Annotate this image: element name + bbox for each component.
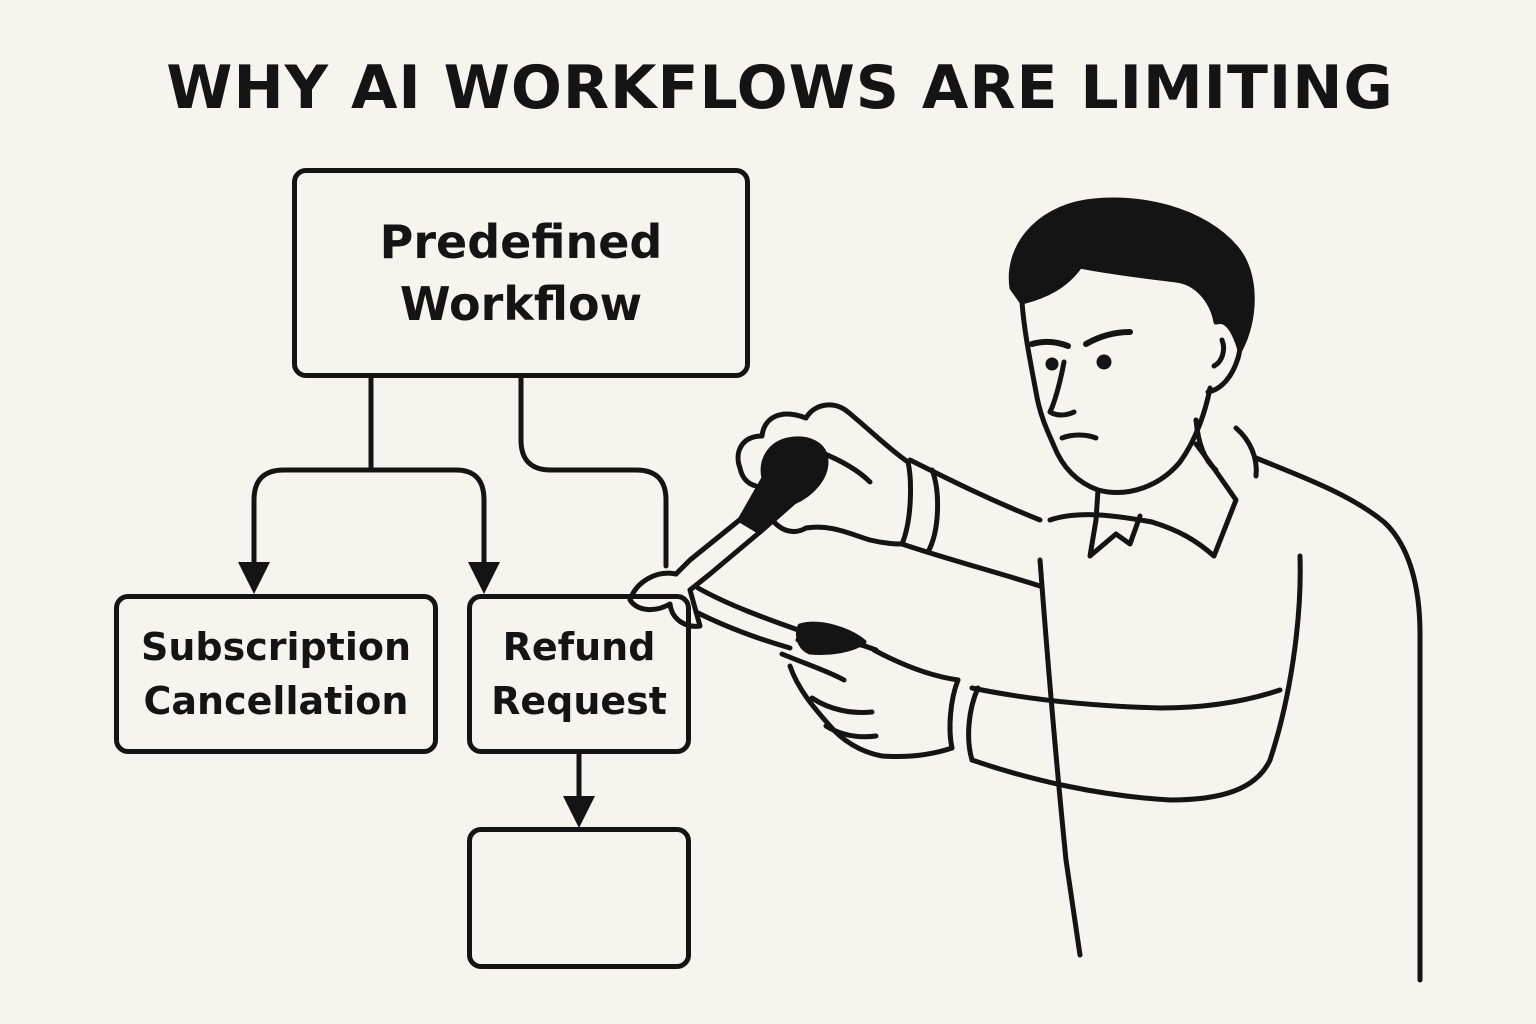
wrench-icon [673,515,745,577]
refund-request-box: Refund Request [467,594,691,754]
subscription-cancellation-box: Subscription Cancellation [114,594,438,754]
predefined-workflow-label-line2: Workflow [399,277,643,331]
page-title: WHY AI WORKFLOWS ARE LIMITING [166,53,1394,123]
predefined-workflow-box: Predefined Workflow [292,168,750,378]
collar-icon [1087,513,1143,559]
top-hand-icon [735,402,911,489]
arrow-to-empty [563,796,595,828]
predefined-workflow-label-line1: Predefined [379,215,663,269]
subscription-cancellation-label-line2: Cancellation [143,679,409,723]
refund-request-label-line2: Request [491,679,667,723]
arrow-to-subscription [238,562,270,594]
face-icon [1019,299,1213,495]
hair-icon [1008,197,1255,353]
refund-request-label-line1: Refund [502,625,656,669]
subscription-cancellation-label-line1: Subscription [140,625,412,669]
empty-workflow-box [467,827,691,969]
connector-left-branch [251,467,487,569]
ear-icon [1205,319,1243,395]
connector-right-stem [518,375,669,569]
wrench-handle-icon [737,436,829,535]
arrow-to-refund [468,562,500,594]
